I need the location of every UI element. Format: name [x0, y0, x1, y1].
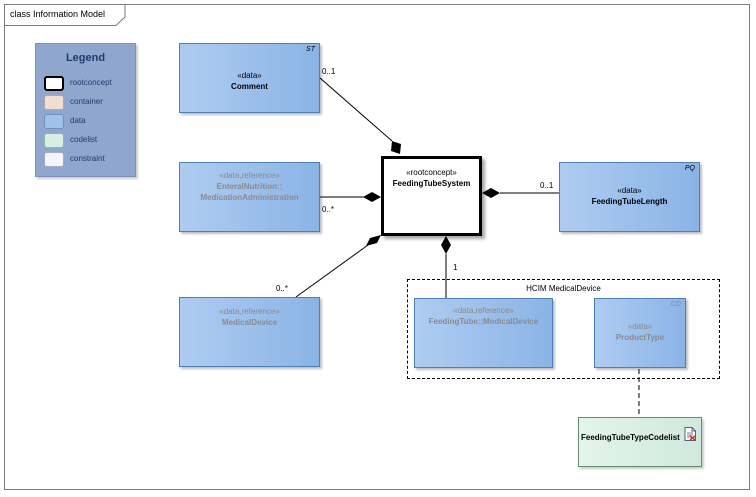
- multiplicity-feeding-tube: 1: [453, 263, 458, 272]
- legend-swatch-constraint: [44, 152, 64, 167]
- legend-label-constraint: constraint: [70, 154, 105, 163]
- aggregation-diamond-length: [482, 188, 500, 198]
- package-title: HCIM MedicalDevice: [526, 284, 601, 293]
- edge-medical-device: [295, 244, 369, 298]
- aggregation-diamond-medical-device: [366, 235, 381, 246]
- legend-label-codelist: codelist: [70, 135, 98, 144]
- diagram-title: class Information Model: [10, 9, 106, 19]
- class-feeding-tube-type-codelist[interactable]: FeedingTubeTypeCodelist: [578, 417, 702, 467]
- class-name-product-type: ProductType: [615, 333, 665, 342]
- class-enteral-nutrition-medication-administration[interactable]: «data,reference» EnteralNutrition:: Medi…: [179, 162, 320, 232]
- class-name-line-2: MedicationAdministration: [200, 193, 299, 202]
- multiplicity-medical-device: 0..*: [276, 284, 289, 293]
- document-icon: [684, 427, 696, 446]
- class-name-feeding-tube-medical-device: FeedingTube::MedicalDevice: [428, 317, 539, 326]
- aggregation-diamond-comment: [391, 141, 401, 154]
- legend-swatch-codelist: [44, 133, 64, 148]
- class-name-line-1: EnteralNutrition::: [216, 182, 283, 191]
- legend-swatch-data: [44, 114, 64, 129]
- stereotype-label: «data,reference»: [219, 171, 280, 180]
- legend-label-data: data: [70, 116, 86, 125]
- class-feeding-tube-medical-device[interactable]: «data,reference» FeedingTube::MedicalDev…: [414, 298, 553, 368]
- stereotype-label: «data»: [617, 186, 642, 195]
- multiplicity-length: 0..1: [540, 181, 554, 190]
- legend: Legend rootconcept container data codeli…: [35, 43, 136, 177]
- legend-swatch-container: [44, 95, 64, 110]
- stereotype-label: «rootconcept»: [406, 168, 457, 177]
- edge-comment: [319, 77, 393, 142]
- class-medical-device[interactable]: «data,reference» MedicalDevice: [179, 297, 320, 367]
- class-name-comment: Comment: [231, 82, 268, 91]
- aggregation-diamond-feeding-tube: [441, 236, 451, 254]
- type-label-pq: PQ: [684, 165, 695, 172]
- legend-swatch-rootconcept: [44, 76, 64, 91]
- legend-title: Legend: [65, 52, 106, 64]
- class-feeding-tube-length[interactable]: PQ «data» FeedingTubeLength: [559, 162, 700, 232]
- legend-label-rootconcept: rootconcept: [70, 78, 112, 87]
- type-label-st: ST: [306, 46, 315, 53]
- class-name-feeding-tube-type-codelist: FeedingTubeTypeCodelist: [581, 433, 680, 442]
- stereotype-label: «data,reference»: [453, 306, 514, 315]
- class-name-medical-device: MedicalDevice: [221, 318, 278, 327]
- class-feeding-tube-system[interactable]: «rootconcept» FeedingTubeSystem: [381, 156, 482, 236]
- legend-label-container: container: [70, 97, 103, 106]
- diagram-frame: [4, 4, 750, 490]
- class-name-feeding-tube-length: FeedingTubeLength: [591, 197, 668, 206]
- class-name-feeding-tube-system: FeedingTubeSystem: [392, 179, 471, 188]
- multiplicity-comment: 0..1: [322, 67, 336, 76]
- aggregation-diamond-enteral: [363, 192, 381, 202]
- stereotype-label: «data»: [627, 322, 653, 331]
- class-product-type[interactable]: CD «data» ProductType: [594, 298, 686, 368]
- package-hcim-medical-device[interactable]: HCIM MedicalDevice: [407, 279, 720, 379]
- class-comment[interactable]: ST «data» Comment: [179, 43, 320, 113]
- multiplicity-enteral: 0..*: [322, 205, 335, 214]
- stereotype-label: «data»: [237, 71, 262, 80]
- stereotype-label: «data,reference»: [219, 307, 280, 316]
- diagram-frame-tab: [4, 4, 126, 26]
- type-label-cd: CD: [670, 301, 681, 308]
